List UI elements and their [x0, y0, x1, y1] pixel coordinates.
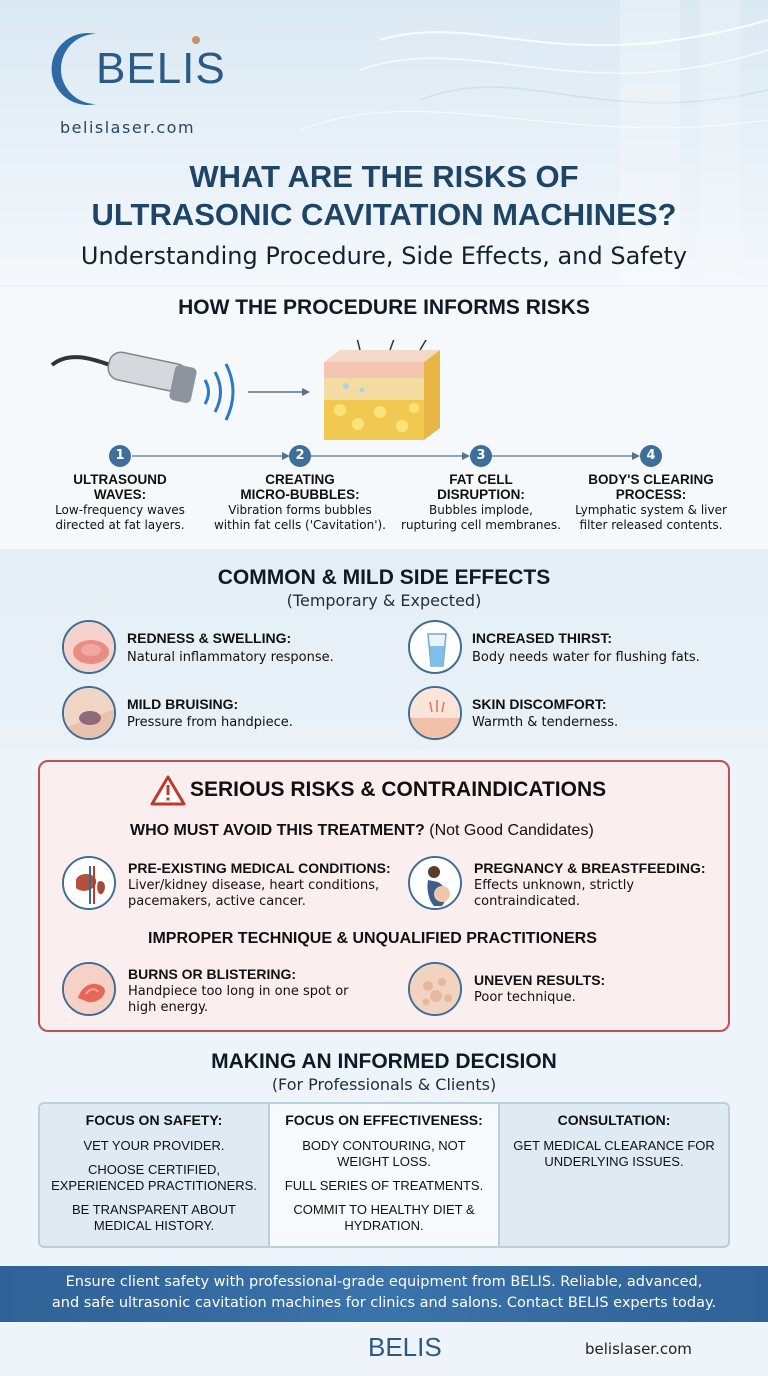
step-number: 3	[470, 445, 492, 467]
burn-icon	[62, 962, 116, 1016]
water-glass-icon	[408, 620, 462, 674]
procedure-title: HOW THE PROCEDURE INFORMS RISKS	[178, 296, 590, 319]
decorative-waves	[299, 0, 768, 285]
condition-title: PREGNANCY & BREASTFEEDING:	[474, 860, 706, 876]
redness-icon	[62, 620, 116, 674]
side-effects-section	[0, 549, 768, 749]
side-effects-title: COMMON & MILD SIDE EFFECTS	[217, 566, 551, 589]
step-description: Bubbles implode,rupturing cell membranes…	[401, 503, 561, 532]
procedure-timeline	[132, 452, 640, 460]
step-number: 1	[109, 445, 131, 467]
uneven-skin-icon	[408, 962, 462, 1016]
footer: BELIS belislaser.com	[0, 1322, 768, 1376]
column-point: Be transparent about medical history.	[72, 1202, 236, 1233]
column-point: Body contouring, not weight loss.	[302, 1138, 466, 1169]
column-heading: FOCUS ON EFFECTIVENESS:	[285, 1112, 483, 1128]
step-number: 4	[640, 445, 662, 467]
effect-description: Pressure from handpiece.	[127, 715, 293, 730]
footer-logo-text: BELIS	[368, 1332, 442, 1362]
column-point: Get medical clearance for underlying iss…	[513, 1138, 715, 1169]
warning-icon	[150, 775, 186, 806]
bruise-icon	[62, 686, 116, 740]
effect-title: REDNESS & SWELLING:	[127, 630, 292, 646]
decision-grid: FOCUS ON SAFETY: Vet your provider. Choo…	[38, 1102, 730, 1248]
effect-description: Warmth & tenderness.	[472, 715, 619, 730]
consultation-column: CONSULTATION: Get medical clearance for …	[498, 1104, 728, 1246]
who-must-avoid-heading: WHO MUST AVOID THIS TREATMENT? (Not Good…	[130, 822, 594, 839]
step-number: 2	[289, 445, 311, 467]
improper-title: UNEVEN RESULTS:	[474, 972, 606, 988]
effect-title: INCREASED THIRST:	[472, 630, 613, 646]
effect-title: SKIN DISCOMFORT:	[472, 696, 607, 712]
logo-text: BELIS	[96, 44, 226, 93]
improper-description: Poor technique.	[474, 990, 576, 1005]
effectiveness-column: FOCUS ON EFFECTIVENESS: Body contouring,…	[268, 1104, 498, 1246]
procedure-illustration	[50, 340, 440, 440]
serious-risks-title: SERIOUS RISKS & CONTRAINDICATIONS	[190, 778, 607, 801]
column-heading: CONSULTATION:	[557, 1112, 671, 1128]
footer-url[interactable]: belislaser.com	[585, 1340, 692, 1358]
decision-title: MAKING AN INFORMED DECISION	[211, 1050, 557, 1073]
organs-icon	[62, 856, 116, 910]
condition-title: PRE-EXISTING MEDICAL CONDITIONS:	[128, 860, 391, 876]
column-point: Choose certified, experienced practition…	[51, 1162, 257, 1193]
improper-title: BURNS OR BLISTERING:	[128, 966, 296, 982]
website-url: belislaser.com	[60, 118, 196, 137]
condition-description: Liver/kidney disease, heart conditions,p…	[128, 878, 380, 909]
column-point: Commit to healthy diet & hydration.	[293, 1202, 475, 1233]
sound-waves-icon	[203, 363, 235, 421]
effect-title: MILD BRUISING:	[127, 696, 239, 712]
call-to-action-banner: Ensure client safety with professional-g…	[0, 1266, 768, 1322]
pregnancy-icon	[408, 856, 462, 910]
safety-column: FOCUS ON SAFETY: Vet your provider. Choo…	[40, 1104, 268, 1246]
column-point: Full series of treatments.	[284, 1178, 484, 1193]
side-effects-subtitle: (Temporary & Expected)	[286, 591, 482, 610]
decision-subtitle: (For Professionals & Clients)	[271, 1075, 497, 1094]
effect-description: Body needs water for flushing fats.	[472, 650, 700, 665]
handpiece-icon	[107, 351, 197, 403]
effect-description: Natural inflammatory response.	[127, 650, 334, 665]
belis-logo-icon	[51, 33, 200, 105]
header: BELIS belislaser.com WHAT ARE THE RISKS …	[0, 0, 768, 285]
serious-risks-panel: SERIOUS RISKS & CONTRAINDICATIONS WHO MU…	[38, 760, 730, 1032]
cable-icon	[50, 355, 111, 367]
page-title: WHAT ARE THE RISKS OF ULTRASONIC CAVITAT…	[91, 159, 677, 232]
column-point: Vet your provider.	[83, 1138, 225, 1153]
page-subtitle: Understanding Procedure, Side Effects, a…	[80, 242, 688, 270]
skin-icon	[408, 686, 462, 740]
skin-layers-icon	[324, 340, 440, 440]
improper-technique-heading: IMPROPER TECHNIQUE & UNQUALIFIED PRACTIT…	[148, 930, 597, 947]
column-heading: FOCUS ON SAFETY:	[85, 1112, 223, 1128]
